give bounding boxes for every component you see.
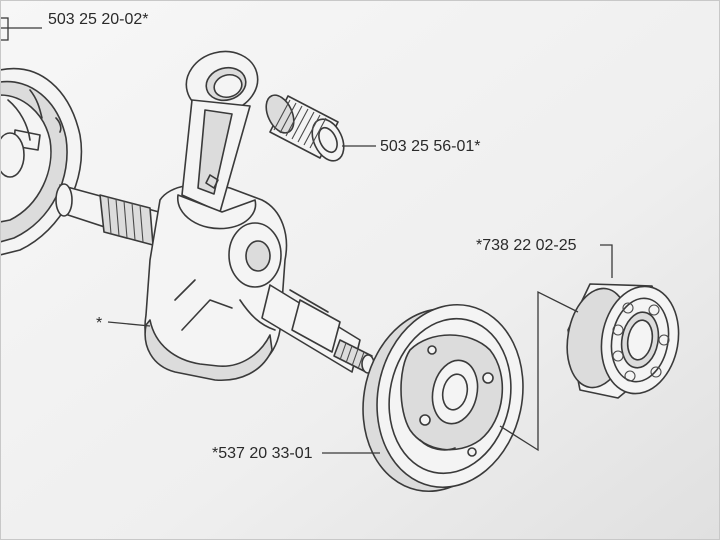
part-number-crankshaft: * <box>96 315 102 332</box>
part-number-crankcase-half: *537 20 33-01 <box>212 445 313 462</box>
connecting-rod <box>177 50 259 230</box>
callout-crankshaft: * <box>96 315 151 332</box>
ball-bearing <box>566 283 680 399</box>
part-number-top-left: 503 25 20-02* <box>48 11 149 28</box>
crankshaft <box>55 183 375 382</box>
callout-top-left: 503 25 20-02* <box>0 11 149 41</box>
callout-ball-bearing: *738 22 02-25 <box>476 237 613 452</box>
callout-needle-bearing: 503 25 56-01* <box>342 138 481 155</box>
callout-crankcase-half: *537 20 33-01 <box>212 445 380 462</box>
needle-bearing <box>265 94 345 162</box>
part-number-ball-bearing: *738 22 02-25 <box>476 237 577 254</box>
crankcase-half <box>362 303 524 493</box>
part-number-needle-bearing: 503 25 56-01* <box>380 138 481 155</box>
